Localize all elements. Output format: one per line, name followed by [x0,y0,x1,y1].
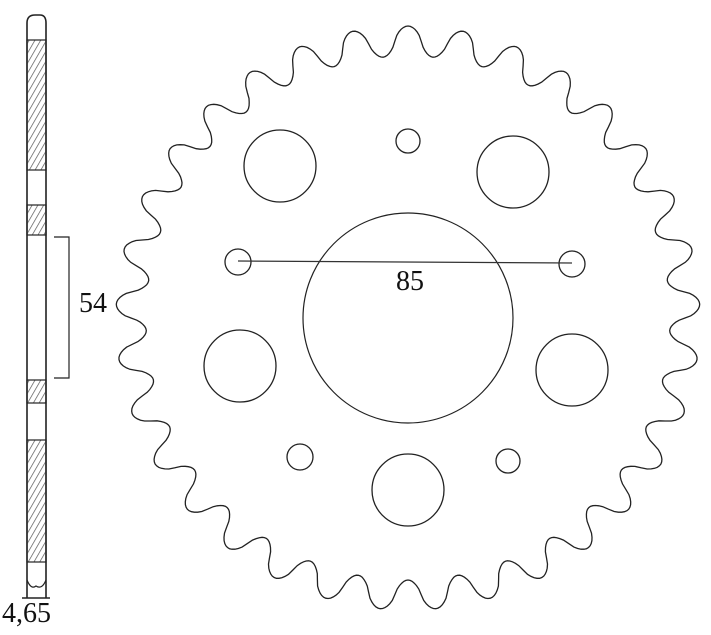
bolt-holes [224,128,586,474]
sprocket-front-view [115,25,701,610]
bolt-circle-dimension-label: 85 [396,266,424,297]
side-profile-outline [26,14,47,598]
hatched-section [26,379,47,404]
side-profile-tip [26,579,47,588]
bolt-hole [495,448,521,474]
bolt-hole [558,250,586,278]
lightening-hole [203,329,277,403]
lightening-holes [203,129,609,527]
hub-width-bracket [54,236,70,379]
lightening-hole [535,333,609,407]
hub-width-dimension-label: 54 [79,288,107,319]
sprocket-tooth-outline [115,25,701,610]
lightening-hole [476,135,550,209]
bolt-hole [224,248,252,276]
hatched-section [26,439,47,563]
hatched-section [26,204,47,236]
thickness-dimension-label: 4,65 [2,598,51,629]
lightening-hole [243,129,317,203]
bolt-hole [286,443,314,471]
hatched-section [26,39,47,171]
lightening-hole [371,453,445,527]
bolt-circle-dimension-line [237,260,573,264]
bolt-hole [395,128,421,154]
side-profile-view [26,14,47,598]
center-hub-hole [302,212,514,424]
